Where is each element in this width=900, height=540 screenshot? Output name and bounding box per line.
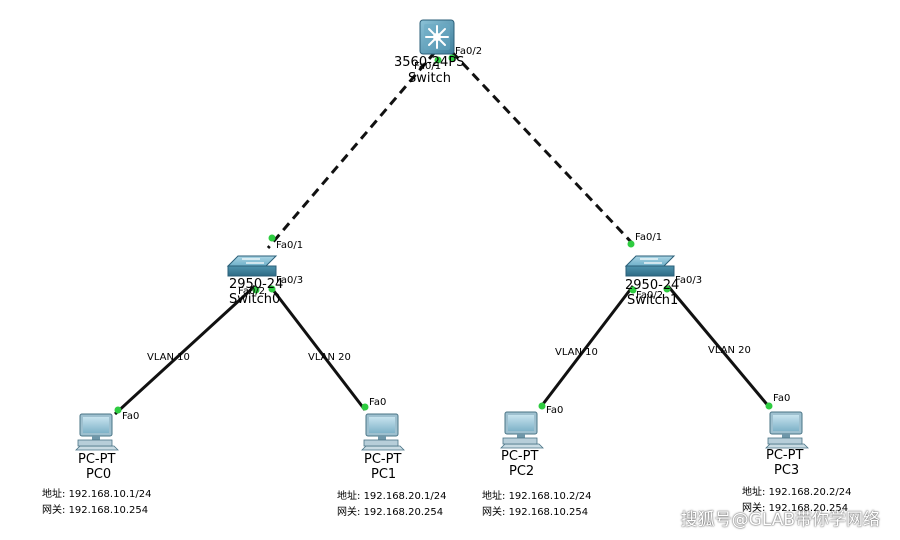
pc3-port: Fa0 — [773, 393, 791, 404]
core-switch-name: Switch — [408, 71, 451, 86]
pc1-gateway-label: 网关: — [337, 507, 361, 518]
pc1-gateway: 192.168.20.254 — [363, 507, 444, 518]
pc2-port: Fa0 — [546, 405, 564, 416]
switch1-name: Switch1 — [627, 293, 679, 308]
vlan-label: VLAN 20 — [308, 352, 351, 363]
port-led — [268, 285, 276, 293]
pc-icon[interactable] — [75, 413, 119, 451]
pc2-name: PC2 — [509, 464, 535, 479]
pc3-address-block: 地址: 192.168.20.2/24 网关: 192.168.20.254 — [742, 485, 851, 517]
port-led — [627, 240, 635, 248]
pc0-gateway-label: 网关: — [42, 505, 66, 516]
switch0-port-pc0: Fa0/2 — [238, 286, 266, 297]
switch1-port-pc3: Fa0/3 — [675, 275, 703, 286]
pc3-gateway-label: 网关: — [742, 503, 766, 514]
switch1-port-pc2: Fa0/2 — [636, 290, 664, 301]
switch0-name: Switch0 — [229, 292, 281, 307]
pc3-name: PC3 — [774, 463, 800, 478]
link-switch0-pc1[interactable] — [268, 285, 367, 411]
link-core-switch0[interactable] — [266, 51, 437, 249]
pc-icon[interactable] — [361, 413, 405, 451]
pc0-address: 192.168.10.1/24 — [68, 489, 152, 500]
pc1-address-block: 地址: 192.168.20.1/24 网关: 192.168.20.254 — [337, 489, 446, 521]
port-led — [268, 234, 276, 242]
vlan-label: VLAN 20 — [708, 345, 751, 356]
pc1-model: PC-PT — [364, 452, 402, 467]
pc2-address-block: 地址: 192.168.10.2/24 网关: 192.168.10.254 — [482, 489, 591, 521]
core-port-to-switch1: Fa0/2 — [455, 46, 483, 57]
pc3-address: 192.168.20.2/24 — [768, 487, 852, 498]
switch0-model: 2950-24 — [229, 277, 284, 292]
vlan-label: VLAN 10 — [147, 352, 190, 363]
pc0-model: PC-PT — [78, 452, 116, 467]
pc1-address-label: 地址: — [337, 491, 361, 502]
pc0-port: Fa0 — [122, 411, 140, 422]
switch1-model: 2950-24 — [625, 278, 680, 293]
port-leds — [114, 54, 773, 414]
pc2-address-label: 地址: — [482, 491, 506, 502]
pc3-gateway: 192.168.20.254 — [768, 503, 849, 514]
port-led — [434, 56, 442, 64]
link-core-switch1[interactable] — [450, 50, 635, 246]
switch1-uplink-port: Fa0/1 — [635, 232, 663, 243]
pc1-address: 192.168.20.1/24 — [363, 491, 447, 502]
core-port-to-switch0: Fa0/1 — [414, 61, 442, 72]
pc1-port: Fa0 — [369, 397, 387, 408]
switch-icon[interactable] — [226, 255, 278, 277]
pc0-address-label: 地址: — [42, 489, 66, 500]
pc0-address-block: 地址: 192.168.10.1/24 网关: 192.168.10.254 — [42, 487, 151, 519]
watermark-text: 搜狐号@GLAB带你学网络 — [680, 510, 880, 530]
port-led — [361, 403, 369, 411]
pc3-model: PC-PT — [766, 448, 804, 463]
port-led — [629, 286, 637, 294]
port-led — [765, 402, 773, 410]
pc2-address: 192.168.10.2/24 — [508, 491, 592, 502]
switch-icon[interactable] — [624, 255, 676, 277]
pc2-model: PC-PT — [501, 449, 539, 464]
link-switch0-pc0[interactable] — [113, 284, 257, 416]
link-switch1-pc3[interactable] — [666, 285, 772, 409]
core-switch-model: 3560-24PS — [394, 55, 465, 70]
port-led — [663, 285, 671, 293]
pc-icon[interactable] — [765, 411, 809, 449]
pc0-name: PC0 — [86, 467, 112, 482]
pc2-gateway-label: 网关: — [482, 507, 506, 518]
pc1-name: PC1 — [371, 467, 397, 482]
switch0-uplink-port: Fa0/1 — [276, 240, 304, 251]
port-led — [448, 54, 456, 62]
multilayer-switch-icon[interactable] — [419, 19, 455, 55]
switch0-port-pc1: Fa0/3 — [276, 275, 304, 286]
pc-icon[interactable] — [500, 411, 544, 449]
port-led — [538, 402, 546, 410]
pc2-gateway: 192.168.10.254 — [508, 507, 589, 518]
pc0-gateway: 192.168.10.254 — [68, 505, 149, 516]
port-led — [252, 286, 260, 294]
port-led — [114, 406, 122, 414]
vlan-label: VLAN 10 — [555, 347, 598, 358]
link-switch1-pc2[interactable] — [538, 285, 635, 409]
pc3-address-label: 地址: — [742, 487, 766, 498]
